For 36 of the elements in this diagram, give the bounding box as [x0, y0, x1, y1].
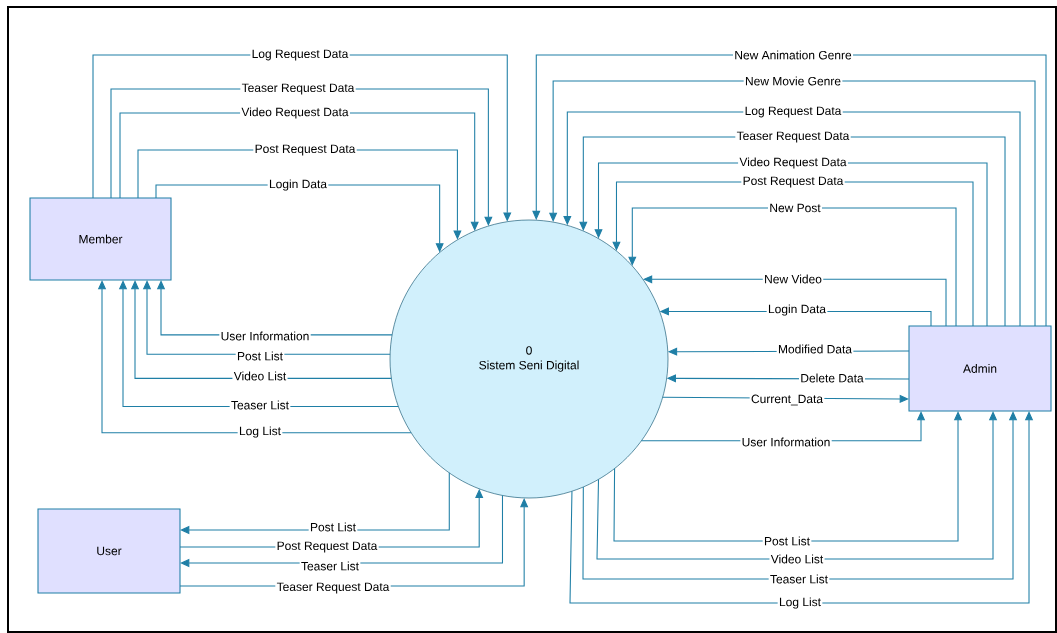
edge-label: Login Data — [267, 178, 329, 192]
edge-label: Teaser Request Data — [240, 82, 356, 96]
entity-box: Admin — [908, 325, 1052, 412]
edge-label: Teaser Request Data — [275, 581, 391, 595]
edge-label: New Animation Genre — [733, 49, 854, 61]
edge-label: Post List — [308, 521, 358, 533]
edge-label: User Information — [740, 436, 832, 448]
edge-label: Teaser List — [229, 399, 291, 411]
edge-label: New Movie Genre — [743, 75, 843, 87]
edge-label: Teaser List — [299, 560, 361, 572]
edge-label: Video Request Data — [738, 156, 848, 170]
edge-label: User Information — [219, 330, 311, 342]
edge-label: Video List — [769, 553, 825, 565]
edge-label: Teaser Request Data — [735, 130, 851, 144]
edge-label: Modified Data — [776, 343, 854, 355]
edge-label: Video Request Data — [240, 106, 350, 120]
edge-label: New Post — [768, 202, 822, 214]
edge-label: Log Request Data — [743, 105, 843, 119]
edge-label: Delete Data — [799, 372, 865, 384]
entity-box: User — [37, 508, 181, 594]
edge-label: Post Request Data — [741, 175, 845, 189]
edge-label: Log List — [237, 425, 283, 439]
edge-label: Log List — [777, 596, 823, 610]
edge-label: Post List — [235, 350, 285, 362]
entity-box: Member — [29, 197, 172, 281]
edge-label: Post List — [762, 535, 812, 547]
edge-label: Video List — [232, 370, 288, 382]
arrow — [628, 207, 957, 327]
edge-label: Log Request Data — [250, 48, 350, 62]
arrow — [97, 280, 412, 434]
edge-label: New Video — [762, 273, 824, 285]
edge-label: Post Request Data — [275, 540, 379, 554]
edge-label: Post Request Data — [253, 143, 357, 157]
edge-label: Login Data — [766, 303, 828, 317]
edge-label: Teaser List — [768, 573, 830, 585]
edge-label: Current_Data — [749, 393, 825, 407]
